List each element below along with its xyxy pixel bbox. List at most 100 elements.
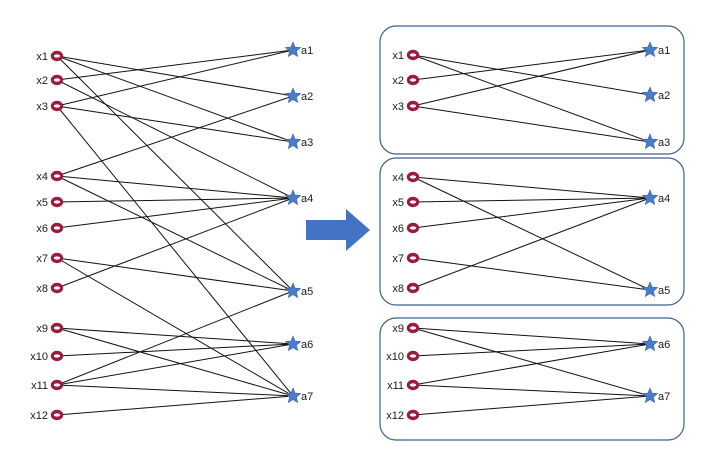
right-arrow-shape <box>306 209 370 251</box>
a-node-label: a1 <box>301 45 313 57</box>
x-node-label: x8 <box>36 283 48 295</box>
ring-node-hole <box>53 78 61 82</box>
x-node-x2: x2 <box>36 74 64 87</box>
a-node-a4: a4 <box>284 189 313 206</box>
x-node-x4: x4 <box>36 170 64 183</box>
x-node-label: x3 <box>36 101 48 113</box>
edge-line <box>56 55 294 143</box>
edge-line <box>412 176 651 199</box>
a-node-a6: a6 <box>641 335 670 352</box>
x-node-label: x7 <box>36 253 48 265</box>
a-node-a3: a3 <box>284 133 313 150</box>
group-box-3: x9 x10 x11 x12 a6 a7 <box>379 317 685 441</box>
a-node-label: a2 <box>301 91 313 103</box>
edge-line <box>412 395 651 416</box>
x-node-x10: x10 <box>30 350 64 363</box>
ring-node-hole <box>53 200 61 204</box>
star-node-icon <box>284 87 302 104</box>
x-node-x9: x9 <box>36 322 64 335</box>
edge-line <box>56 105 294 397</box>
x-node-x9: x9 <box>392 322 420 335</box>
edge-line <box>56 95 294 177</box>
left-graph-nodes: x1x2x3x4x5x6x7x8x9x10x11x12a1a2a3a4a5a6a… <box>30 41 313 422</box>
x-node-x12: x12 <box>386 409 420 422</box>
edge-line <box>412 197 651 289</box>
ring-node-hole <box>409 78 417 82</box>
x-node-x5: x5 <box>36 196 64 209</box>
x-node-x7: x7 <box>36 252 64 265</box>
x-node-x12: x12 <box>30 409 64 422</box>
x-node-x1: x1 <box>392 49 420 62</box>
x-node-label: x9 <box>392 323 404 335</box>
edge-line <box>412 105 651 143</box>
x-node-label: x10 <box>30 351 48 363</box>
x-node-x1: x1 <box>36 50 64 63</box>
x-node-x8: x8 <box>392 282 420 295</box>
x-node-x6: x6 <box>392 222 420 235</box>
edge-line <box>412 197 651 203</box>
x-node-label: x6 <box>392 223 404 235</box>
ring-node-hole <box>53 383 61 387</box>
star-node-icon <box>284 282 302 299</box>
edge-line <box>56 395 294 416</box>
edge-line <box>56 327 294 345</box>
star-node-icon <box>284 133 302 150</box>
a-node-a4: a4 <box>641 189 670 206</box>
a-node-label: a4 <box>301 193 313 205</box>
edge-line <box>56 175 294 292</box>
a-node-a2: a2 <box>641 86 670 103</box>
x-node-label: x4 <box>392 172 404 184</box>
x-node-label: x11 <box>387 380 404 392</box>
x-node-x3: x3 <box>36 100 64 113</box>
x-node-label: x9 <box>36 323 48 335</box>
a-node-a1: a1 <box>641 41 670 58</box>
a-node-a1: a1 <box>284 41 313 58</box>
x-node-x10: x10 <box>386 350 420 363</box>
star-node-icon <box>641 335 659 352</box>
x-node-x5: x5 <box>392 196 420 209</box>
edge-line <box>56 79 294 199</box>
edge-line <box>56 197 294 203</box>
a-node-label: a5 <box>658 285 670 297</box>
ring-node-hole <box>53 326 61 330</box>
x-node-label: x5 <box>392 197 404 209</box>
edge-line <box>56 257 294 397</box>
group-nodes: x9 x10 x11 x12 a6 a7 <box>386 322 670 422</box>
edge-line <box>412 384 651 397</box>
edge-line <box>412 49 651 107</box>
a-node-label: a7 <box>658 391 670 403</box>
edge-line <box>412 54 651 96</box>
edge-line <box>56 257 294 292</box>
x-node-x11: x11 <box>387 379 420 392</box>
x-node-label: x3 <box>392 101 404 113</box>
x-node-label: x8 <box>392 283 404 295</box>
group-frame <box>379 317 685 441</box>
a-node-label: a3 <box>658 137 670 149</box>
x-node-x11: x11 <box>31 379 64 392</box>
group-frame <box>379 25 685 155</box>
star-node-icon <box>641 41 659 58</box>
edge-line <box>56 55 294 97</box>
edge-line <box>412 343 651 386</box>
edge-line <box>56 343 294 386</box>
a-node-a7: a7 <box>641 387 670 404</box>
star-node-icon <box>284 387 302 404</box>
star-node-icon <box>284 189 302 206</box>
edge-line <box>412 54 651 143</box>
star-node-icon <box>284 335 302 352</box>
star-node-icon <box>641 133 659 150</box>
a-node-a7: a7 <box>284 387 313 404</box>
edge-line <box>56 49 294 81</box>
ring-node-hole <box>53 256 61 260</box>
ring-node-hole <box>409 354 417 358</box>
edge-line <box>56 55 294 292</box>
edge-line <box>56 343 294 357</box>
ring-node-hole <box>409 200 417 204</box>
x-node-x3: x3 <box>392 100 420 113</box>
x-node-label: x1 <box>36 51 48 63</box>
x-node-label: x4 <box>36 171 48 183</box>
